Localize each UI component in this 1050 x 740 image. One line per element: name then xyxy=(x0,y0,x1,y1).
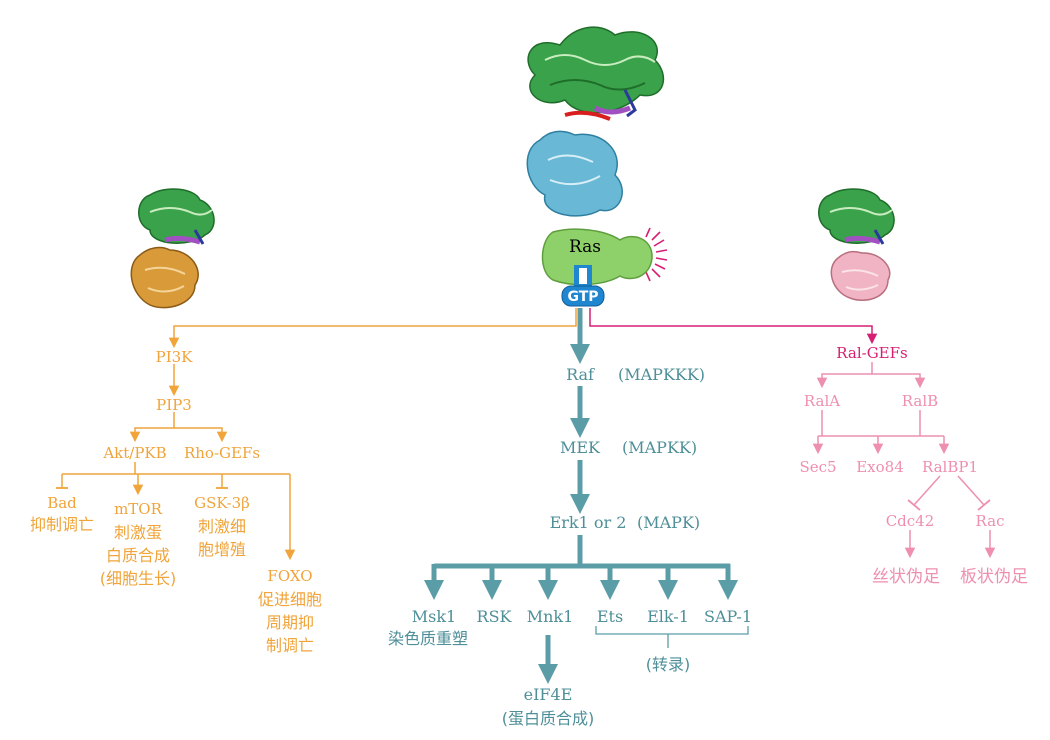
mapk-labels: Raf (MAPKKK) MEK (MAPKK) Erk1 or 2 (MAPK… xyxy=(388,365,752,728)
mek-note: (MAPKK) xyxy=(622,438,697,457)
bad-desc: 抑制调亡 xyxy=(30,515,94,534)
foxo-desc-3: 制调亡 xyxy=(266,636,314,655)
elk1-label: Elk-1 xyxy=(647,607,689,626)
foxo-desc-2: 周期抑 xyxy=(266,613,314,632)
ras-to-ralgefs-connector xyxy=(589,308,878,345)
pi3k-branch xyxy=(56,308,577,561)
ras-ralgds-structure-image xyxy=(818,188,895,301)
ral-labels: Ral-GEFs RalA RalB Sec5 Exo84 RalBP1 Cdc… xyxy=(799,344,1028,587)
ras-to-pi3k-connector xyxy=(168,308,577,349)
raf-label: Raf xyxy=(566,365,595,384)
ras-pi3k-structure-image xyxy=(130,188,215,309)
gtp-badge xyxy=(561,285,605,307)
rsk-label: RSK xyxy=(477,607,513,626)
erk-note: (MAPK) xyxy=(637,513,700,532)
ras-raf-structure-image xyxy=(526,26,665,217)
ralgefs-split-connector xyxy=(816,373,872,389)
sec5-label: Sec5 xyxy=(799,458,836,476)
mtor-desc-1: 刺激蛋 xyxy=(114,523,162,542)
pi3k-labels: PI3K PIP3 Akt/PKB Rho-GEFs Bad 抑制调亡 mTOR… xyxy=(30,348,322,655)
ralbp1-inhibits-rac xyxy=(957,475,985,506)
gsk-desc-2: 胞增殖 xyxy=(198,540,246,559)
ralb-label: RalB xyxy=(902,392,938,410)
mtor-desc-3: (细胞生长) xyxy=(100,569,177,588)
mtor-label: mTOR xyxy=(114,500,163,518)
ral-branch xyxy=(589,308,996,559)
exo84-label: Exo84 xyxy=(856,458,904,476)
akt-label: Akt/PKB xyxy=(102,444,166,462)
ralbp1-label: RalBP1 xyxy=(922,458,978,476)
eif4e-label: eIF4E xyxy=(524,685,573,704)
mtor-desc-2: 白质合成 xyxy=(106,546,170,565)
lamellipodia-label: 板状伪足 xyxy=(960,567,1028,587)
msk1-desc: 染色质重塑 xyxy=(388,629,468,648)
mapk-branch xyxy=(424,308,749,684)
gsk-label: GSK-3β xyxy=(194,494,250,512)
raf-note: (MAPKKK) xyxy=(618,365,705,384)
msk1-label: Msk1 xyxy=(412,607,456,626)
cdc42-label: Cdc42 xyxy=(886,512,935,530)
rac-label: Rac xyxy=(976,512,1005,530)
ras-label: Ras xyxy=(569,237,601,257)
gtp-label: GTP xyxy=(567,289,598,305)
pip3-split-connector xyxy=(129,412,175,443)
gsk-desc-1: 刺激细 xyxy=(198,517,246,536)
ral-gefs-label: Ral-GEFs xyxy=(836,344,907,362)
transcription-label: (转录) xyxy=(646,655,691,674)
rala-label: RalA xyxy=(804,392,840,410)
transcription-bracket xyxy=(595,626,749,635)
membrane-spikes xyxy=(645,227,668,282)
mek-label: MEK xyxy=(560,438,601,457)
eif4e-desc: (蛋白质合成) xyxy=(502,709,595,728)
ets-label: Ets xyxy=(597,607,623,626)
ralbp1-inhibits-cdc42 xyxy=(913,475,941,506)
filopodia-label: 丝状伪足 xyxy=(872,567,940,587)
rho-gefs-label: Rho-GEFs xyxy=(184,444,260,462)
erk-label: Erk1 or 2 xyxy=(550,513,627,532)
pi3k-label: PI3K xyxy=(156,348,194,366)
mnk1-label: Mnk1 xyxy=(527,607,574,626)
sap1-label: SAP-1 xyxy=(704,607,752,626)
foxo-label: FOXO xyxy=(267,567,312,585)
foxo-desc-1: 促进细胞 xyxy=(258,590,322,609)
ras-gtp-icon: Ras GTP xyxy=(541,227,668,307)
pip3-label: PIP3 xyxy=(156,396,192,414)
bad-label: Bad xyxy=(47,494,77,512)
